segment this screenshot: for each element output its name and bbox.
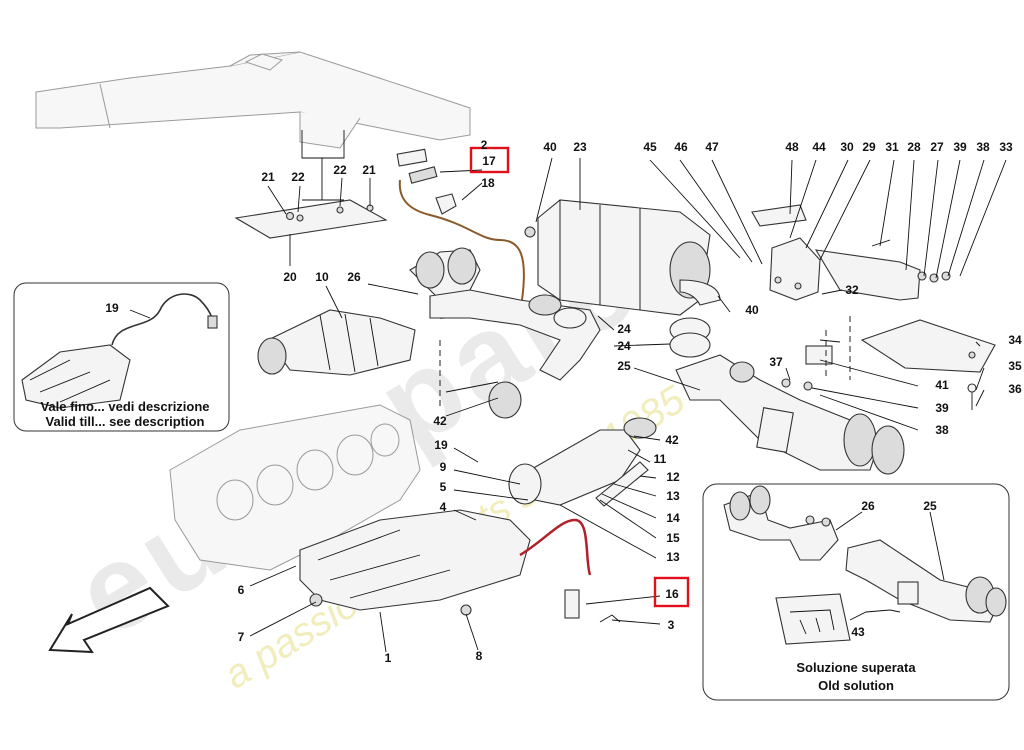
inset-left-caption-line2: Valid till... see description — [46, 414, 205, 429]
callout-28[interactable]: 28 — [907, 140, 921, 154]
callout-40-top[interactable]: 40 — [543, 140, 557, 154]
inset-left-frame — [13, 282, 230, 432]
callout-27[interactable]: 27 — [930, 140, 944, 154]
guide-lines — [439, 316, 851, 410]
callout-26[interactable]: 26 — [347, 270, 361, 284]
callout-2[interactable]: 2 — [481, 138, 488, 152]
callout-41[interactable]: 41 — [935, 378, 949, 392]
callout-13-upper[interactable]: 13 — [666, 489, 680, 503]
callout-31[interactable]: 31 — [885, 140, 899, 154]
pipe-assembly-main — [257, 247, 601, 419]
callout-17[interactable]: 17 — [482, 154, 496, 168]
callout-23[interactable]: 23 — [573, 140, 587, 154]
inset-right: 26 25 43 Soluzione superata Old solution — [702, 483, 1010, 701]
catalyst-11 — [508, 417, 657, 507]
callout-33[interactable]: 33 — [999, 140, 1013, 154]
callout-38-bottom[interactable]: 38 — [935, 423, 949, 437]
silencer-23 — [524, 199, 721, 316]
callout-10[interactable]: 10 — [315, 270, 329, 284]
inset-left-caption-line1: Vale fino... vedi descrizione — [40, 399, 209, 414]
callout-4[interactable]: 4 — [440, 500, 447, 514]
callout-15[interactable]: 15 — [666, 531, 680, 545]
callout-14[interactable]: 14 — [666, 511, 680, 525]
chassis-ghost — [35, 51, 471, 201]
cylinder-head-ghost — [169, 404, 421, 571]
callout-47[interactable]: 47 — [705, 140, 719, 154]
inset-left: 19 Vale fino... vedi descrizione Valid t… — [13, 282, 230, 432]
callout-22-right[interactable]: 22 — [333, 163, 347, 177]
front-direction-arrow — [48, 586, 170, 654]
callout-30[interactable]: 30 — [840, 140, 854, 154]
callout-25[interactable]: 25 — [617, 359, 631, 373]
exhaust-manifold-1 — [299, 509, 531, 616]
callout-5[interactable]: 5 — [440, 480, 447, 494]
callout-22-left[interactable]: 22 — [291, 170, 305, 184]
inset-right-callout-25: 25 — [923, 499, 937, 513]
callout-11[interactable]: 11 — [654, 452, 667, 466]
callout-21-left[interactable]: 21 — [261, 170, 275, 184]
callout-35[interactable]: 35 — [1008, 359, 1022, 373]
rear-bracket — [751, 204, 951, 301]
inset-right-callout-26: 26 — [861, 499, 875, 513]
callout-8[interactable]: 8 — [476, 649, 483, 663]
leader-lines — [249, 157, 1007, 653]
callout-44[interactable]: 44 — [812, 140, 826, 154]
highlight-box-17 — [469, 146, 510, 174]
inset-right-caption-line2: Old solution — [818, 678, 894, 693]
callout-42-left[interactable]: 42 — [433, 414, 447, 428]
callout-39-top[interactable]: 39 — [953, 140, 967, 154]
callout-labels: 2 17 18 21 22 22 21 20 10 26 40 23 45 46… — [238, 138, 1022, 665]
y-pipe-25 — [675, 339, 905, 475]
callout-16[interactable]: 16 — [665, 587, 679, 601]
heat-shield-34 — [860, 319, 996, 410]
highlight-box-16 — [653, 576, 690, 608]
callout-3[interactable]: 3 — [668, 618, 675, 632]
callout-46[interactable]: 46 — [674, 140, 688, 154]
callout-7[interactable]: 7 — [238, 630, 245, 644]
callout-48[interactable]: 48 — [785, 140, 799, 154]
callout-34[interactable]: 34 — [1008, 333, 1022, 347]
callout-20[interactable]: 20 — [283, 270, 297, 284]
callout-6[interactable]: 6 — [238, 583, 245, 597]
inset-right-callout-43: 43 — [851, 625, 865, 639]
callout-1[interactable]: 1 — [385, 651, 392, 665]
callout-19[interactable]: 19 — [434, 438, 448, 452]
callout-18[interactable]: 18 — [481, 176, 495, 190]
callout-21-right[interactable]: 21 — [362, 163, 376, 177]
callout-24-lower[interactable]: 24 — [617, 339, 631, 353]
callout-24-upper[interactable]: 24 — [617, 322, 631, 336]
callout-45[interactable]: 45 — [643, 140, 657, 154]
lambda-sensor-16 — [519, 518, 621, 623]
callout-37[interactable]: 37 — [769, 355, 783, 369]
callout-38-top[interactable]: 38 — [976, 140, 990, 154]
lambda-sensor-17 — [396, 148, 525, 319]
gaskets-24 — [669, 317, 711, 358]
callout-42-right[interactable]: 42 — [665, 433, 679, 447]
callout-29[interactable]: 29 — [862, 140, 876, 154]
callout-39-bottom[interactable]: 39 — [935, 401, 949, 415]
callout-12[interactable]: 12 — [666, 470, 680, 484]
mount-plate-20 — [234, 199, 388, 239]
callout-9[interactable]: 9 — [440, 460, 447, 474]
callout-36[interactable]: 36 — [1008, 382, 1022, 396]
inset-left-callout-19: 19 — [105, 301, 119, 315]
callout-40-bottom[interactable]: 40 — [745, 303, 759, 317]
callout-13-lower[interactable]: 13 — [666, 550, 680, 564]
callout-32[interactable]: 32 — [845, 283, 859, 297]
inset-right-caption-line1: Soluzione superata — [796, 660, 916, 675]
inset-right-frame — [702, 483, 1010, 701]
